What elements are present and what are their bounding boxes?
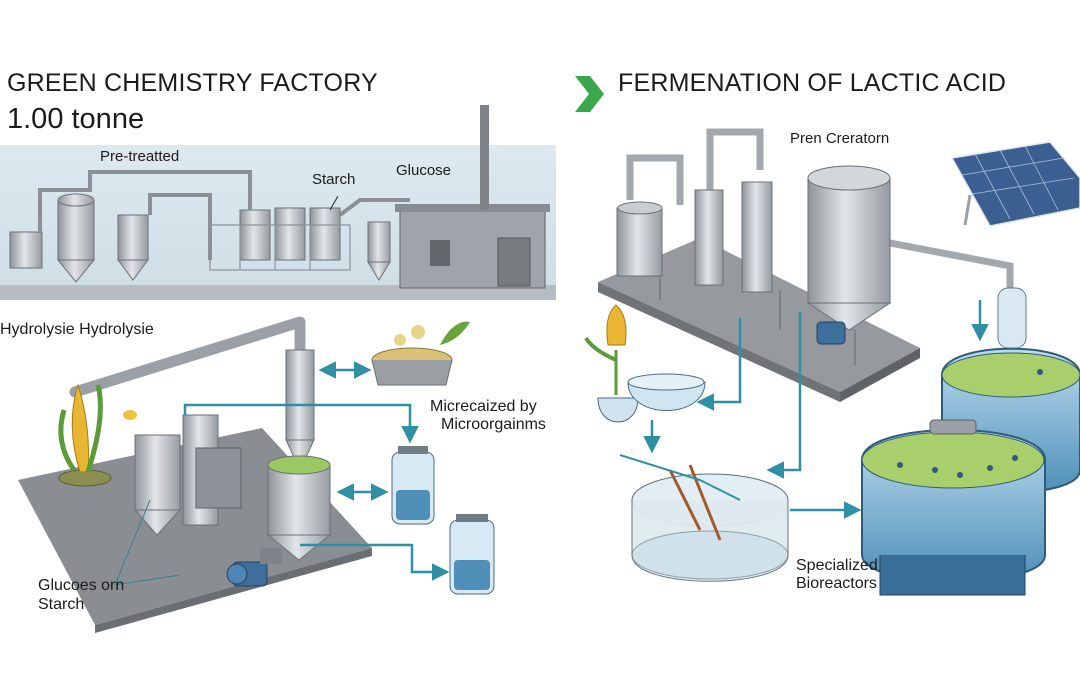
mixing-tank — [631, 464, 789, 582]
solar-panel-icon — [950, 141, 1080, 227]
fermentation-plant — [598, 128, 1014, 402]
corn-icon — [58, 383, 137, 487]
pump-icon — [226, 548, 282, 587]
right-flow-arrows — [619, 300, 989, 519]
label-pretreated: Pre-treatted — [100, 148, 180, 165]
label-glucose: Glucose — [396, 162, 452, 179]
label-hydrolysis: Hydrolysie Hydrolysie — [0, 321, 154, 338]
label-glucose-corn-line1: Glucoes orn — [38, 577, 125, 594]
bioreactor-icon — [861, 287, 1080, 596]
factory-band — [0, 105, 556, 300]
hydrolysis-platform — [18, 316, 372, 633]
left-flow-arrows — [183, 361, 450, 581]
biomass-bowl — [371, 321, 470, 386]
left-panel-title: GREEN CHEMISTRY FACTORY — [7, 69, 378, 97]
label-starch: Starch — [312, 171, 356, 188]
right-panel-title: FERMENATION OF LACTIC ACID — [618, 69, 1007, 97]
left-panel-subtitle: 1.00 tonne — [7, 103, 145, 135]
label-bioreactor-line2: Bioreactors — [796, 575, 877, 592]
flask-icon — [627, 373, 706, 411]
flask-icon — [391, 446, 495, 595]
label-glucose-corn-line2: Starch — [38, 596, 85, 613]
label-plant: Pren Creratorn — [790, 130, 890, 147]
chevron-right-icon — [575, 76, 604, 112]
label-bioreactor-line1: Specialized — [796, 557, 878, 574]
label-micro-line1: Micrecaized by — [430, 398, 537, 415]
label-micro-line2: Microorgainms — [441, 416, 546, 433]
corn-icon — [584, 304, 639, 423]
